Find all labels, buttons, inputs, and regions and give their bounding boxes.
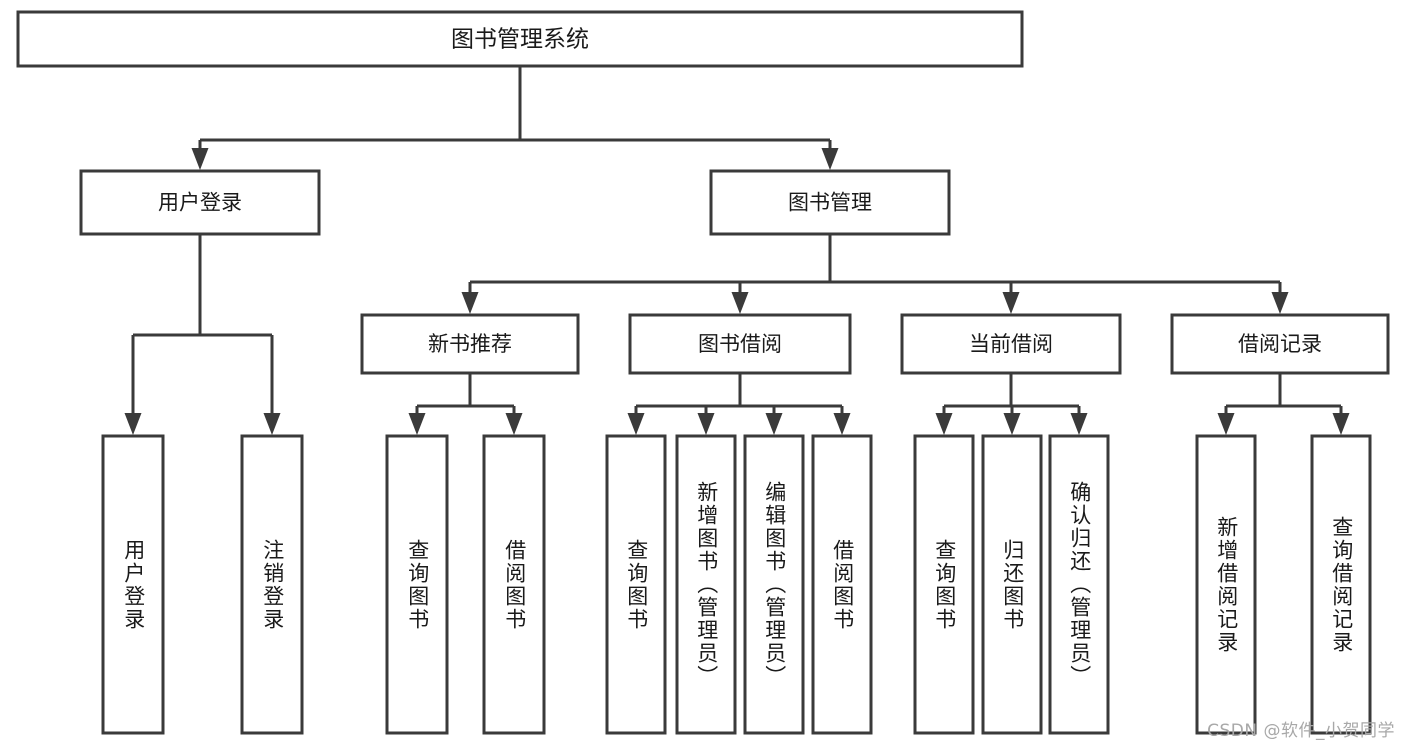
node-leaf-borrow-query[interactable] <box>605 434 667 735</box>
node-label-root: 图书管理系统 <box>451 27 589 53</box>
watermark-text: CSDN @软件_小贺同学 <box>1207 721 1395 741</box>
connector-arrowhead <box>1217 413 1235 435</box>
connectors-layer <box>124 66 1350 435</box>
connector-arrowhead <box>765 413 783 435</box>
node-records[interactable]: 借阅记录 <box>1170 313 1390 375</box>
node-box-leaf-record-add[interactable] <box>1195 434 1257 735</box>
connector-arrowhead <box>124 413 142 435</box>
node-box-leaf-user-logout[interactable] <box>240 434 304 735</box>
node-box-root[interactable] <box>16 10 1024 68</box>
node-box-leaf-newbook-borrow[interactable] <box>482 434 546 735</box>
node-leaf-current-confirm[interactable] <box>1048 434 1110 735</box>
node-box-leaf-newbook-query[interactable] <box>385 434 449 735</box>
node-borrow[interactable]: 图书借阅 <box>628 313 852 375</box>
connector-arrowhead <box>461 292 479 314</box>
node-login[interactable]: 用户登录 <box>79 169 321 236</box>
node-leaf-current-query[interactable] <box>913 434 975 735</box>
connector-arrowhead <box>263 413 281 435</box>
connector-arrowhead <box>935 413 953 435</box>
node-leaf-current-return[interactable] <box>981 434 1043 735</box>
connector-arrowhead <box>1002 292 1020 314</box>
connector-arrowhead <box>833 413 851 435</box>
node-box-leaf-current-query[interactable] <box>913 434 975 735</box>
node-leaf-borrow-edit[interactable] <box>743 434 805 735</box>
connector-group-root <box>191 66 839 170</box>
node-leaf-newbook-query[interactable] <box>385 434 449 735</box>
node-label-current: 当前借阅 <box>969 332 1053 356</box>
node-box-leaf-record-query[interactable] <box>1310 434 1372 735</box>
node-box-bookmgmt[interactable] <box>709 169 951 236</box>
connector-arrowhead <box>731 292 749 314</box>
connector-arrowhead <box>1332 413 1350 435</box>
node-box-borrow[interactable] <box>628 313 852 375</box>
node-box-records[interactable] <box>1170 313 1390 375</box>
node-leaf-record-add[interactable] <box>1195 434 1257 735</box>
connector-arrowhead <box>821 148 839 170</box>
node-newbook[interactable]: 新书推荐 <box>360 313 580 375</box>
connector-arrowhead <box>505 413 523 435</box>
node-box-leaf-current-return[interactable] <box>981 434 1043 735</box>
node-leaf-borrow-add[interactable] <box>675 434 737 735</box>
node-box-leaf-borrow-query[interactable] <box>605 434 667 735</box>
node-box-leaf-current-confirm[interactable] <box>1048 434 1110 735</box>
node-bookmgmt[interactable]: 图书管理 <box>709 169 951 236</box>
node-label-borrow: 图书借阅 <box>698 332 782 356</box>
node-label-newbook: 新书推荐 <box>428 332 512 356</box>
connector-arrowhead <box>408 413 426 435</box>
node-leaf-record-query[interactable] <box>1310 434 1372 735</box>
node-box-leaf-borrow-edit[interactable] <box>743 434 805 735</box>
node-leaf-user-login[interactable] <box>101 434 165 735</box>
node-box-leaf-borrow-add[interactable] <box>675 434 737 735</box>
connector-arrowhead <box>1070 413 1088 435</box>
connector-group-borrow <box>627 373 851 435</box>
node-label-records: 借阅记录 <box>1238 332 1322 356</box>
node-box-leaf-borrow-do[interactable] <box>811 434 873 735</box>
connector-arrowhead <box>697 413 715 435</box>
node-leaf-user-logout[interactable] <box>240 434 304 735</box>
node-box-newbook[interactable] <box>360 313 580 375</box>
node-root[interactable]: 图书管理系统 <box>16 10 1024 68</box>
connector-arrowhead <box>1003 413 1021 435</box>
connector-arrowhead <box>191 148 209 170</box>
connector-group-newbook <box>408 373 523 435</box>
connector-group-records <box>1217 373 1350 435</box>
connector-group-current <box>935 373 1088 435</box>
connector-group-bookmgmt <box>461 234 1289 314</box>
node-label-bookmgmt: 图书管理 <box>788 191 872 215</box>
node-box-leaf-user-login[interactable] <box>101 434 165 735</box>
node-leaf-newbook-borrow[interactable] <box>482 434 546 735</box>
connector-arrowhead <box>1271 292 1289 314</box>
node-label-login: 用户登录 <box>158 191 242 215</box>
node-box-current[interactable] <box>900 313 1122 375</box>
node-box-login[interactable] <box>79 169 321 236</box>
node-current[interactable]: 当前借阅 <box>900 313 1122 375</box>
connector-arrowhead <box>627 413 645 435</box>
node-leaf-borrow-do[interactable] <box>811 434 873 735</box>
connector-group-login <box>124 234 281 435</box>
